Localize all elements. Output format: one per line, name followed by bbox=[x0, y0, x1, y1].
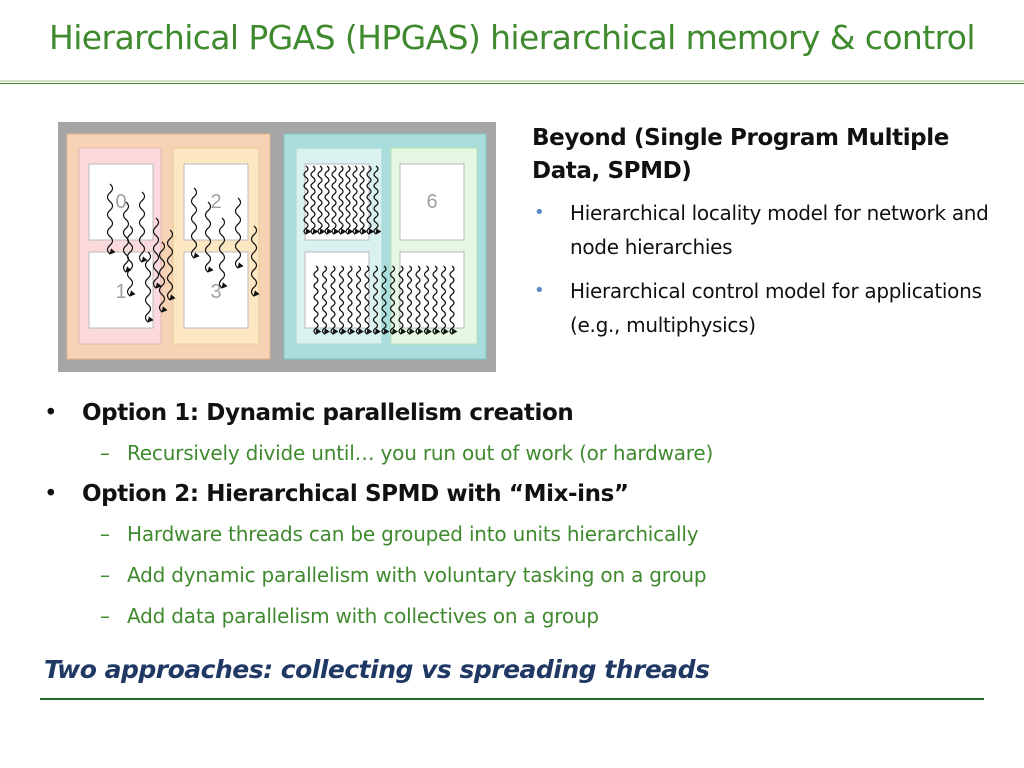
thread-arrow bbox=[440, 265, 449, 335]
thread-arrow bbox=[355, 265, 364, 335]
thread-arrow bbox=[432, 265, 441, 335]
thread-arrow bbox=[152, 217, 162, 289]
thread-arrow bbox=[398, 265, 407, 335]
thread-arrow bbox=[324, 165, 333, 235]
thread-arrow bbox=[234, 197, 244, 269]
thread-arrow bbox=[126, 225, 136, 297]
thread-arrow bbox=[144, 251, 154, 323]
right-bullet-item: • Hierarchical control model for applica… bbox=[532, 274, 1012, 342]
option-label: Option 2: Hierarchical SPMD with “Mix-in… bbox=[82, 481, 629, 507]
title-divider bbox=[0, 80, 1024, 86]
threads-collected-bottom-group bbox=[313, 265, 458, 335]
node-label-0: 0 bbox=[115, 191, 126, 213]
thread-arrow bbox=[122, 201, 132, 273]
thread-arrow bbox=[338, 165, 347, 235]
thread-arrow bbox=[406, 265, 415, 335]
thread-arrow bbox=[166, 229, 176, 301]
right-bullet-item: • Hierarchical locality model for networ… bbox=[532, 196, 1012, 264]
option-item: • Option 2: Hierarchical SPMD with “Mix-… bbox=[44, 474, 1004, 514]
conclusion-text: Two approaches: collecting vs spreading … bbox=[44, 655, 710, 684]
bullet-glyph: • bbox=[534, 280, 545, 301]
option-subitem-text: Add dynamic parallelism with voluntary t… bbox=[127, 563, 707, 587]
node-label-1: 1 bbox=[115, 281, 126, 303]
node-label-2: 2 bbox=[210, 191, 221, 213]
option-label: Option 1: Dynamic parallelism creation bbox=[82, 400, 574, 426]
diagram-cell-3 bbox=[183, 251, 249, 329]
bottom-divider bbox=[40, 698, 984, 700]
thread-arrow bbox=[106, 183, 116, 255]
option-subitem: – Recursively divide until… you run out … bbox=[44, 433, 1004, 474]
thread-arrow bbox=[372, 265, 381, 335]
node-label-6: 6 bbox=[426, 191, 437, 213]
diagram-cell-6 bbox=[399, 163, 465, 241]
option-subitem: – Add dynamic parallelism with voluntary… bbox=[44, 555, 1004, 596]
thread-arrow bbox=[317, 165, 326, 235]
thread-arrow bbox=[345, 165, 354, 235]
dash-glyph: – bbox=[100, 563, 110, 587]
thread-arrow bbox=[338, 265, 347, 335]
diagram-cell-4 bbox=[304, 163, 370, 241]
option-subitem-text: Recursively divide until… you run out of… bbox=[127, 441, 714, 465]
diagram-cell-1 bbox=[88, 251, 154, 329]
option-subitem-text: Add data parallelism with collectives on… bbox=[127, 604, 599, 628]
thread-arrow bbox=[423, 265, 432, 335]
thread-arrow bbox=[204, 201, 214, 273]
hierarchy-diagram: 0 1 2 3 6 bbox=[58, 122, 496, 372]
option-subitem: – Add data parallelism with collectives … bbox=[44, 596, 1004, 637]
thread-arrow bbox=[364, 265, 373, 335]
thread-arrow bbox=[330, 265, 339, 335]
thread-arrow bbox=[313, 265, 322, 335]
thread-arrow bbox=[218, 217, 228, 289]
right-column: Beyond (Single Program Multiple Data, SP… bbox=[532, 122, 1012, 352]
thread-arrow bbox=[415, 265, 424, 335]
options-list: • Option 1: Dynamic parallelism creation… bbox=[44, 393, 1004, 637]
thread-arrow bbox=[381, 265, 390, 335]
right-heading: Beyond (Single Program Multiple Data, SP… bbox=[532, 125, 949, 184]
thread-arrow bbox=[303, 165, 312, 235]
threads-collected-top-group bbox=[303, 165, 382, 235]
node-label-3: 3 bbox=[210, 281, 221, 303]
option-subitem-text: Hardware threads can be grouped into uni… bbox=[127, 522, 699, 546]
thread-arrow bbox=[359, 165, 368, 235]
thread-arrow bbox=[449, 265, 458, 335]
thread-arrow bbox=[321, 265, 330, 335]
right-bullet-list: • Hierarchical locality model for networ… bbox=[532, 196, 1012, 342]
thread-arrow bbox=[366, 165, 375, 235]
bullet-glyph: • bbox=[44, 481, 58, 507]
dash-glyph: – bbox=[100, 522, 110, 546]
thread-arrow bbox=[352, 165, 361, 235]
right-bullet-text: Hierarchical locality model for network … bbox=[570, 201, 989, 259]
thread-arrow bbox=[331, 165, 340, 235]
thread-arrow bbox=[347, 265, 356, 335]
diagram-cell-2 bbox=[183, 163, 249, 241]
threads-spread-group bbox=[106, 183, 260, 323]
thread-arrow bbox=[138, 191, 148, 263]
dash-glyph: – bbox=[100, 441, 110, 465]
thread-arrow bbox=[373, 165, 382, 235]
thread-arrow bbox=[190, 187, 200, 259]
option-item: • Option 1: Dynamic parallelism creation bbox=[44, 393, 1004, 433]
dash-glyph: – bbox=[100, 604, 110, 628]
right-bullet-text: Hierarchical control model for applicati… bbox=[570, 279, 982, 337]
bullet-glyph: • bbox=[44, 400, 58, 426]
thread-arrow bbox=[310, 165, 319, 235]
slide-title: Hierarchical PGAS (HPGAS) hierarchical m… bbox=[49, 18, 976, 57]
bullet-glyph: • bbox=[534, 202, 545, 223]
thread-arrow bbox=[250, 225, 260, 297]
option-subitem: – Hardware threads can be grouped into u… bbox=[44, 514, 1004, 555]
diagram-cell-5 bbox=[304, 251, 370, 329]
thread-arrow bbox=[389, 265, 398, 335]
thread-arrow bbox=[158, 241, 168, 313]
